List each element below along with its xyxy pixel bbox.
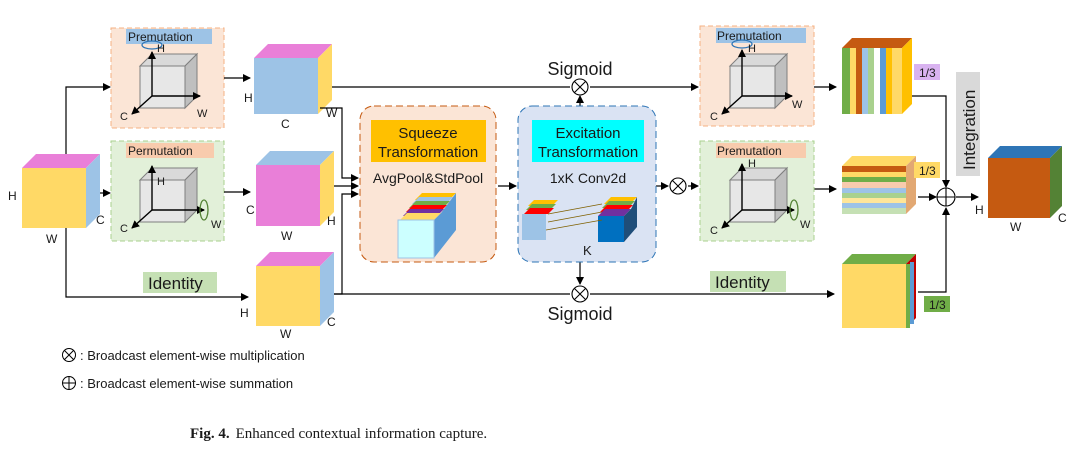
input-cube: H W C [8, 154, 105, 246]
fraction-bottom: 1/3 [929, 298, 946, 312]
mid-axis-w: W [211, 219, 222, 231]
output-stack-bottom [842, 254, 916, 328]
caption-label: Fig. 4 [190, 426, 226, 442]
out-top-axis-c: C [710, 111, 718, 123]
sigmoid-bottom-label: Sigmoid [547, 304, 612, 324]
cube-id-c: C [327, 315, 336, 329]
output-stack-mid [842, 156, 916, 214]
cube-top-h: H [244, 91, 253, 105]
cube-id-w: W [280, 327, 292, 341]
figure-caption: Fig. 4. Enhanced contextual information c… [190, 426, 487, 442]
rotation-arrow-icon [141, 40, 163, 50]
mid-axis-h: H [157, 176, 165, 188]
cube-mid-c: C [246, 203, 255, 217]
pooled-slices [397, 193, 456, 259]
fraction-badge-top [914, 64, 940, 80]
pool-label: AvgPool&StdPool [373, 170, 483, 186]
multiply-node-mid [669, 177, 687, 195]
input-c-label: C [96, 213, 105, 227]
flow-lines [320, 83, 979, 298]
output-stack-top [842, 38, 912, 114]
multiply-node-bottom [571, 285, 589, 303]
out-mid-axis-w: W [800, 219, 811, 231]
mid-permutation-title: Permutation [128, 144, 193, 158]
legend: : Broadcast element-wise multiplication … [62, 348, 305, 391]
branch-arrows [224, 74, 251, 196]
rotation-arrow-icon [789, 199, 799, 221]
mid-permutation-box: Permutation H W C [110, 140, 225, 242]
top-axis-w: W [197, 108, 208, 120]
cube-top-w: W [326, 106, 338, 120]
top-axis-h: H [157, 43, 165, 55]
top-axis-c: C [120, 111, 128, 123]
integration-label: Integration [960, 90, 979, 170]
final-output-cube: H W C [975, 146, 1067, 234]
identity-cube-left: H W C [240, 252, 336, 341]
fraction-badge-bottom [924, 296, 950, 312]
legend-multiply-text: : Broadcast element-wise multiplication [80, 348, 305, 363]
integration-label-bg [956, 72, 980, 176]
identity-label-left: Identity [148, 274, 203, 293]
final-c: C [1058, 211, 1067, 225]
out-top-axis-w: W [792, 99, 803, 111]
fraction-mid: 1/3 [919, 164, 936, 178]
squeeze-title-2: Transformation [378, 144, 478, 161]
cube-mid-w: W [281, 229, 293, 243]
fraction-badge-mid [914, 162, 940, 178]
squeeze-transformation-box: Squeeze Transformation AvgPool&StdPool [359, 105, 497, 263]
input-w-label: W [46, 232, 58, 246]
cube-mid-h: H [327, 214, 336, 228]
multiply-legend-icon [62, 348, 76, 362]
output-permutation-box-mid: Premutation H W C [699, 140, 815, 242]
excitation-title-2: Transformation [538, 144, 638, 161]
caption-text: Enhanced contextual information capture. [236, 426, 488, 442]
permuted-cube-mid: C W H [246, 151, 336, 243]
cube-top-c: C [281, 117, 290, 131]
out-top-axis-h: H [748, 43, 756, 55]
input-h-label: H [8, 189, 17, 203]
sigmoid-top-label: Sigmoid [547, 59, 612, 79]
out-mid-axis-c: C [710, 225, 718, 237]
cube-id-h: H [240, 306, 249, 320]
multiply-node-top [571, 78, 589, 96]
top-permutation-box: Premutation H W C [110, 27, 225, 129]
conv-label: 1xK Conv2d [550, 170, 626, 186]
conv-output-slices [598, 197, 637, 242]
identity-label-bg [143, 272, 217, 293]
out-top-title: Premutation [717, 29, 782, 43]
identity-label-right: Identity [715, 273, 770, 292]
permuted-cube-top: H C W [244, 44, 338, 131]
squeeze-title-1: Squeeze [398, 125, 457, 142]
k-label: K [583, 243, 592, 258]
rotation-arrow-icon [199, 199, 209, 221]
fraction-top: 1/3 [919, 66, 936, 80]
output-permutation-box-top: Premutation H W C [699, 25, 815, 127]
excitation-transformation-box: Excitation Transformation 1xK Conv2d K [517, 105, 657, 263]
input-arrows [65, 83, 249, 301]
identity-label-bg-right [710, 271, 786, 292]
final-w: W [1010, 220, 1022, 234]
caption-sep: . [226, 426, 230, 442]
excitation-title-1: Excitation [555, 125, 620, 142]
final-h: H [975, 203, 984, 217]
mid-axis-c: C [120, 223, 128, 235]
sum-legend-icon [62, 376, 76, 390]
conv-input-slices [522, 200, 558, 240]
out-mid-axis-h: H [748, 158, 756, 170]
sum-node [936, 187, 956, 207]
rotation-arrow-icon [731, 39, 753, 49]
legend-sum-text: : Broadcast element-wise summation [80, 376, 293, 391]
conv-kernel-lines [545, 203, 603, 231]
top-permutation-title: Premutation [128, 30, 193, 44]
out-mid-title: Premutation [717, 144, 782, 158]
